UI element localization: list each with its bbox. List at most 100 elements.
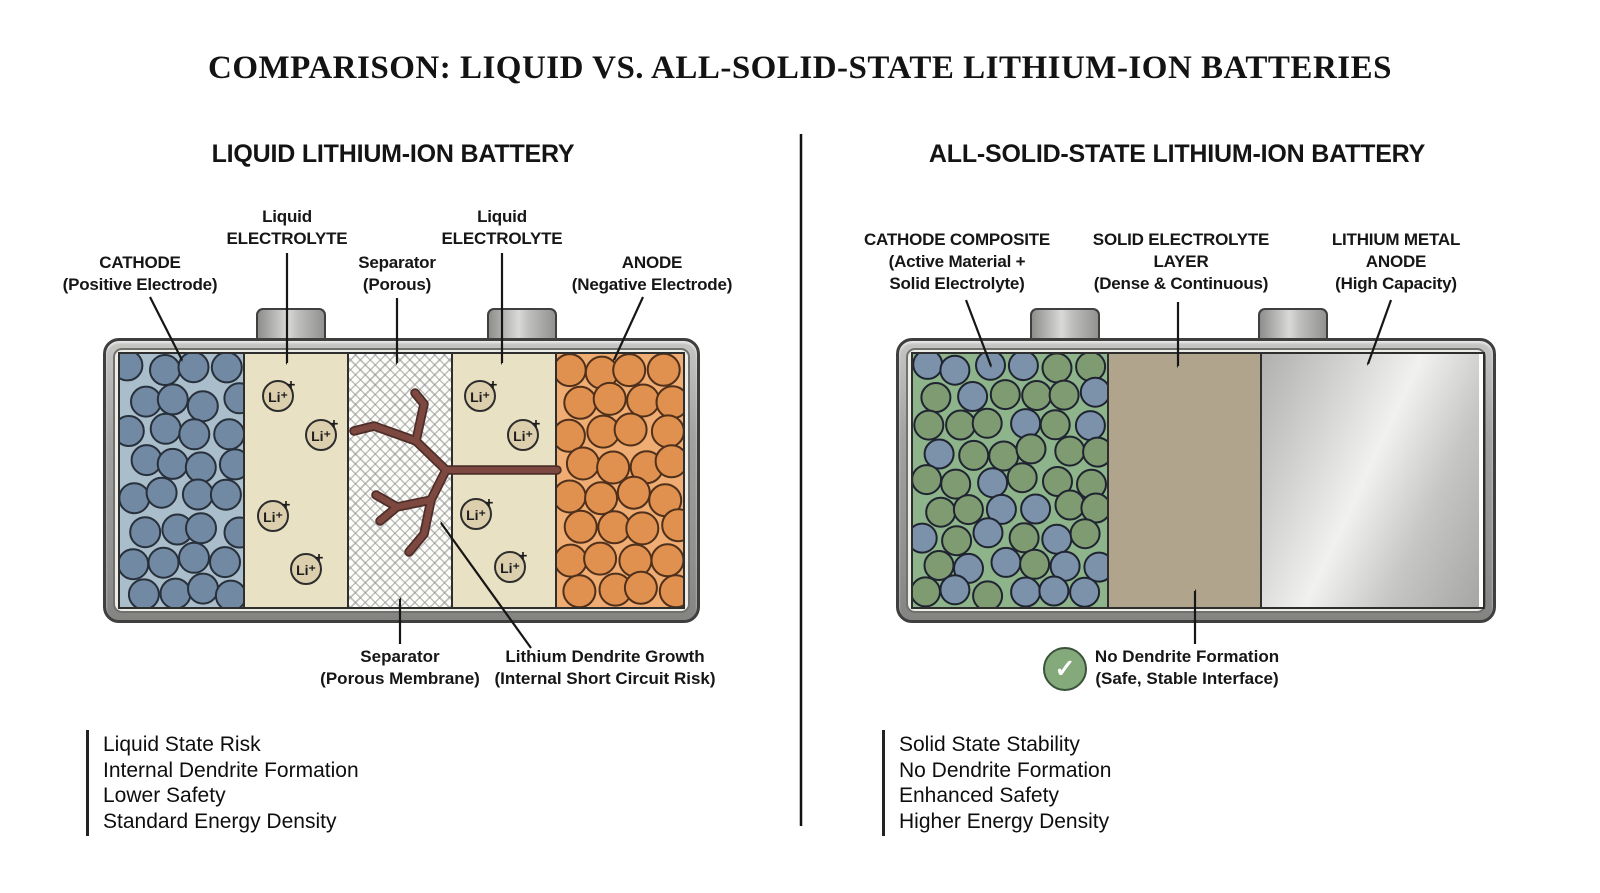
particle <box>1082 436 1107 468</box>
check-glyph: ✓ <box>1054 655 1076 683</box>
particle <box>1083 551 1107 583</box>
svg-text:Li⁺: Li⁺ <box>268 389 288 405</box>
particle <box>925 496 957 528</box>
particle <box>127 578 160 607</box>
particle <box>990 546 1022 578</box>
particle <box>209 546 241 579</box>
svg-text:+: + <box>282 497 291 514</box>
svg-text:Li⁺: Li⁺ <box>311 428 331 444</box>
particle <box>623 570 658 605</box>
particle <box>147 546 180 579</box>
particle <box>1015 433 1047 465</box>
particle <box>218 448 243 481</box>
particle <box>149 354 181 386</box>
particle <box>616 475 651 510</box>
particle <box>1075 354 1107 383</box>
particle <box>913 522 938 554</box>
left-feature-list: Liquid State Risk Internal Dendrite Form… <box>86 730 359 836</box>
particle <box>1069 518 1101 550</box>
particle <box>557 354 587 388</box>
particle <box>972 580 1004 607</box>
particle <box>186 390 219 423</box>
particle <box>1010 408 1042 440</box>
svg-text:+: + <box>330 416 339 433</box>
particle <box>957 381 989 412</box>
cathode-particles <box>120 354 243 607</box>
particle <box>1069 576 1101 607</box>
particle <box>596 450 631 485</box>
particle <box>120 482 151 515</box>
bottom-label-separator: Separator (Porous Membrane) <box>320 646 480 690</box>
svg-text:+: + <box>287 377 296 394</box>
label-lithium-anode-line2: ANODE <box>1365 252 1427 271</box>
particle <box>187 572 219 605</box>
lithium-ion: Li⁺+ <box>494 548 528 583</box>
svg-text:Li⁺: Li⁺ <box>466 507 486 523</box>
label-cathode-line1: CATHODE <box>99 253 181 272</box>
particle <box>958 439 990 471</box>
lithium-metal-section <box>1262 354 1479 607</box>
particle <box>985 493 1017 525</box>
particle <box>975 354 1006 381</box>
label-cathode-line2: (Positive Electrode) <box>62 275 218 294</box>
lithium-ion: Li⁺+ <box>464 377 498 412</box>
particle <box>213 418 243 451</box>
no-dendrite-line2: (Safe, Stable Interface) <box>1095 669 1279 688</box>
label-lithium-anode-line1: LITHIUM METAL <box>1331 230 1461 249</box>
particle <box>1041 523 1073 555</box>
svg-text:Li⁺: Li⁺ <box>470 389 490 405</box>
particle <box>939 574 971 606</box>
particle <box>1039 409 1071 441</box>
svg-text:Li⁺: Li⁺ <box>263 509 283 525</box>
particle <box>178 418 211 451</box>
particle <box>1054 489 1086 521</box>
lithium-ion: Li⁺+ <box>305 416 339 451</box>
particle <box>145 476 178 509</box>
svg-text:+: + <box>519 548 528 565</box>
particle <box>989 379 1021 411</box>
particle <box>971 407 1003 439</box>
svg-text:+: + <box>489 377 498 394</box>
electrolyte-ions-2: Li⁺+Li⁺+Li⁺+Li⁺+ <box>460 377 541 583</box>
particle <box>1010 576 1042 607</box>
label-solid-electrolyte-line3: (Dense & Continuous) <box>1093 274 1269 293</box>
label-electrolyte-right-line1: Liquid <box>477 207 527 226</box>
particle <box>1080 492 1107 524</box>
particle <box>563 509 598 544</box>
particle <box>940 468 972 500</box>
particle <box>625 511 660 546</box>
particle <box>920 382 952 413</box>
left-feature-item: Standard Energy Density <box>103 809 337 833</box>
particle <box>1007 354 1039 382</box>
particle <box>156 383 189 416</box>
label-separator-line1: Separator <box>358 253 436 272</box>
particle <box>563 385 598 420</box>
particle <box>646 354 681 387</box>
right-battery-content <box>911 352 1485 609</box>
particle <box>654 444 683 479</box>
particle <box>913 464 943 496</box>
label-separator-line2: (Porous) <box>362 275 432 294</box>
label-lithium-anode-line3: (High Capacity) <box>1335 274 1457 293</box>
particle <box>1020 493 1052 525</box>
particle <box>185 512 217 545</box>
particle <box>1038 575 1070 607</box>
label-cathode-composite-line2: (Active Material + <box>888 252 1026 271</box>
label-cathode-composite-line3: Solid Electrolyte) <box>889 274 1025 293</box>
particle <box>661 508 683 543</box>
solid-electrolyte-section <box>1109 354 1262 607</box>
label-cathode-composite: CATHODE COMPOSITE (Active Material + Sol… <box>864 229 1050 295</box>
particle <box>913 576 941 607</box>
left-feature-item: Liquid State Risk <box>103 733 261 756</box>
label-anode-line1: ANODE <box>621 253 683 272</box>
particle <box>130 444 163 477</box>
particle <box>223 382 243 415</box>
particle <box>913 354 944 380</box>
particle <box>1048 379 1080 411</box>
right-feature-item: Solid State Stability <box>899 733 1080 756</box>
particle <box>159 577 192 607</box>
label-cathode: CATHODE (Positive Electrode) <box>63 252 218 296</box>
label-solid-electrolyte-line2: LAYER <box>1153 252 1209 271</box>
particle <box>1006 462 1038 494</box>
